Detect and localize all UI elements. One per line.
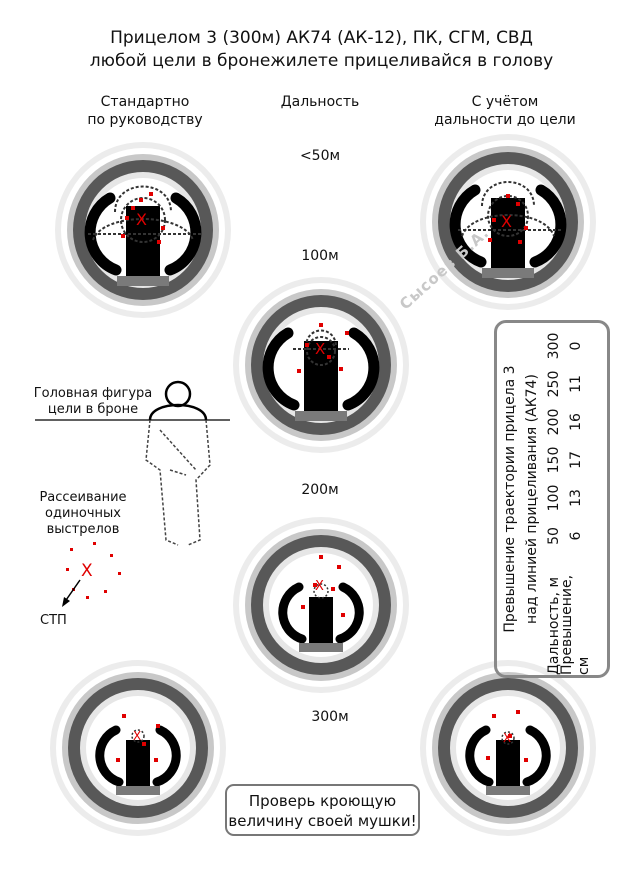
stp-mark-100: X: [315, 340, 326, 358]
hit-dots: [488, 194, 528, 244]
column-distance-header: Дальность: [280, 94, 360, 110]
title-line-1: Прицелом 3 (300м) АК74 (АК-12), ПК, СГМ,…: [110, 28, 533, 48]
table-cell: 6: [567, 531, 584, 541]
helmeted-target-large: [458, 181, 562, 237]
legend-dispersion-line3: выстрелов: [46, 522, 120, 537]
distance-label-300: 300м: [311, 709, 349, 725]
legend-stp-label: СТП: [40, 613, 67, 628]
sight-adjusted-50: [420, 134, 596, 310]
table-cell: 11: [567, 375, 584, 393]
column-adjusted-line1: С учётом: [471, 94, 539, 110]
table-row-heights-label: Превышение, см: [559, 574, 592, 675]
helmeted-target-small: [131, 729, 145, 743]
legend-head-line2: цели в броне: [47, 402, 139, 417]
table-row-heights: Превышение, см 6 13 17 16 11 0: [559, 323, 592, 675]
column-standard-line2: по руководству: [87, 112, 203, 128]
hit-dots: [121, 192, 165, 244]
stp-mark-adjusted-50: X: [501, 212, 512, 231]
table-cell: 50: [545, 527, 562, 545]
table-cell: 16: [567, 413, 584, 431]
trajectory-table: Превышение траектории прицела 3 над лини…: [494, 320, 610, 678]
legend-dispersion: Рассеивание одиночных выстрелов: [28, 490, 138, 538]
hit-dots: [301, 555, 345, 617]
helmeted-target-small: [313, 583, 329, 599]
title-line-2: любой цели в бронежилете прицеливайся в …: [89, 51, 554, 71]
column-adjusted-line2: дальности до цели: [434, 112, 576, 128]
legend-stp-x: X: [81, 561, 93, 581]
dispersion-legend: [62, 542, 121, 607]
table-title-line1: Превышение траектории прицела 3: [501, 365, 518, 633]
helmeted-target-large: [88, 185, 201, 243]
helmeted-target-small: [501, 731, 515, 745]
front-sight-check-note: Проверь кроющую величину своей мушки!: [225, 784, 420, 836]
legend-head-figure: Головная фигура цели в броне: [28, 386, 158, 418]
table-cell: 300: [545, 332, 562, 360]
stp-mark-200: X: [315, 579, 324, 594]
table-cell: 13: [567, 489, 584, 507]
note-line2: величину своей мушки!: [228, 812, 417, 830]
table-cell: 200: [545, 408, 562, 436]
column-standard-line1: Стандартно: [100, 94, 190, 110]
legend-head-line1: Головная фигура: [33, 386, 153, 401]
legend-dispersion-line2: одиночных: [45, 506, 121, 521]
column-standard-header: Стандартно по руководству: [60, 93, 230, 129]
soldier-figure-legend: [35, 380, 230, 546]
table-cell: 0: [567, 341, 584, 351]
helmeted-target-medium: [293, 329, 349, 366]
column-adjusted-header: С учётом дальности до цели: [405, 93, 605, 129]
stp-mark-standard-50: X: [136, 210, 147, 229]
table-cell: 250: [545, 370, 562, 398]
table-cell: 100: [545, 484, 562, 512]
table-title-line2: над линией прицеливания (АК74): [523, 374, 540, 624]
sight-standard-50: [55, 142, 231, 318]
hit-dots: [486, 710, 528, 762]
stp-mark-standard-300: X: [133, 729, 142, 743]
stp-mark-adjusted-300: X: [503, 731, 512, 745]
distance-label-100: 100м: [301, 248, 339, 264]
table-cell: 17: [567, 451, 584, 469]
table-cell: 150: [545, 446, 562, 474]
sight-standard-300: [50, 660, 226, 836]
distance-label-200: 200м: [301, 482, 339, 498]
legend-dispersion-line1: Рассеивание: [39, 490, 127, 505]
distance-label-50: <50м: [299, 148, 341, 164]
hit-dots: [297, 323, 349, 373]
hit-dots: [116, 714, 160, 762]
note-line1: Проверь кроющую: [248, 792, 397, 810]
sight-200: [233, 517, 409, 693]
sight-adjusted-300: [420, 660, 596, 836]
sight-100: [233, 277, 409, 453]
